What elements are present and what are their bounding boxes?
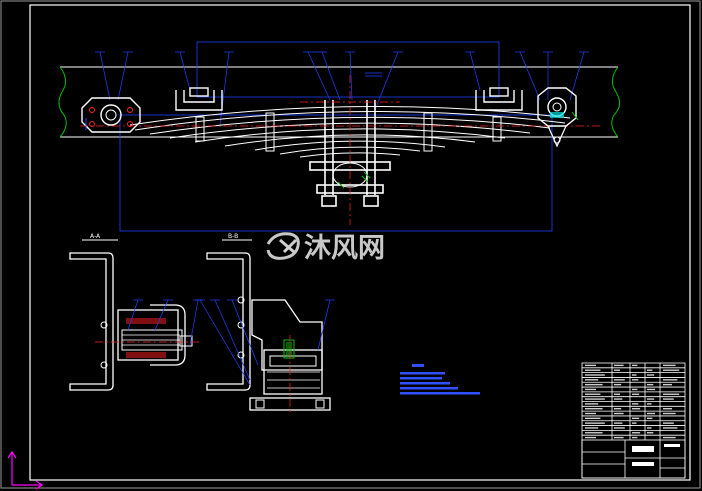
title-block-cell-mark — [585, 393, 601, 395]
title-block-cell-mark — [632, 364, 638, 367]
title-block-cell-mark — [663, 379, 678, 381]
dimension-box-top — [196, 41, 500, 98]
title-block-cell-mark — [632, 374, 637, 376]
title-block-cell-mark — [647, 427, 652, 429]
section-label-left: A-A — [90, 233, 101, 240]
title-block-cell-mark — [614, 398, 623, 400]
title-block-cell-mark — [585, 374, 605, 376]
title-block-cell-mark — [632, 422, 637, 424]
leader-lines-left-section — [127, 299, 203, 346]
title-block-cell-mark — [647, 388, 656, 391]
title-block-cell-mark — [663, 436, 676, 439]
title-block-cell-mark — [663, 427, 678, 429]
title-block-cell-mark — [585, 383, 603, 386]
leader-lines-right-section — [195, 299, 335, 386]
title-block-cell-mark — [632, 432, 641, 434]
main-elevation-view — [58, 41, 620, 232]
title-block-cell-mark — [585, 369, 601, 371]
title-block-cell-mark — [647, 403, 652, 405]
title-block-cell-mark — [585, 364, 596, 367]
title-block-cell-mark — [647, 374, 655, 376]
break-line-right — [611, 66, 620, 138]
title-block-cell-mark — [647, 369, 653, 371]
title-block-cell-mark — [632, 379, 639, 381]
title-block-cell-mark — [663, 412, 676, 415]
title-block-cell-mark — [614, 379, 625, 381]
title-block-cell-mark — [614, 364, 624, 367]
center-lines-main — [80, 75, 600, 225]
title-block — [581, 362, 686, 479]
title-block-cell-mark — [614, 436, 624, 439]
title-block-cell-mark — [585, 379, 599, 381]
title-block-entries — [585, 364, 680, 439]
section-label-right: B-B — [228, 233, 238, 240]
watermark-swirl-icon — [266, 232, 300, 260]
spring-clips — [195, 112, 502, 152]
title-block-rows — [582, 367, 685, 436]
title-block-cell-mark — [663, 407, 672, 410]
title-block-cell-mark — [632, 403, 639, 405]
title-block-cell-mark — [614, 369, 620, 371]
title-block-cell-mark — [663, 393, 680, 395]
title-block-cell-mark — [585, 417, 601, 420]
title-block-cell-mark — [585, 436, 596, 439]
rear-spring-shackle — [537, 87, 579, 148]
title-block-cell-mark — [585, 432, 603, 434]
break-line-left — [58, 66, 67, 138]
dimension-box-bottom — [119, 114, 553, 232]
front-spring-hanger — [81, 97, 141, 133]
title-block-cell-mark — [585, 412, 596, 415]
section-view-right: B-B — [195, 233, 335, 415]
technical-notes-block — [400, 364, 480, 395]
title-block-cell-mark — [663, 383, 672, 386]
watermark-logo: 沐风网 — [266, 232, 385, 264]
bump-stop-left — [175, 87, 223, 111]
title-block-cell-mark — [632, 407, 641, 410]
title-block-cell-mark — [585, 403, 599, 405]
leader-lines-top — [95, 51, 589, 126]
title-block-cell-mark — [614, 422, 623, 424]
title-block-cell-mark — [663, 398, 674, 400]
hatch-right-section — [267, 371, 320, 389]
title-block-cell-mark — [585, 422, 605, 424]
title-block-cell-mark — [614, 393, 620, 395]
title-block-cell-mark — [585, 407, 603, 410]
title-block-cell-mark — [614, 412, 624, 415]
title-block-cell-mark — [647, 412, 656, 415]
title-block-cell-mark — [614, 407, 622, 410]
title-block-cell-mark — [632, 436, 638, 439]
bump-stop-right — [475, 87, 523, 111]
title-block-cell-mark — [632, 388, 638, 391]
title-block-cell-mark — [585, 398, 605, 400]
title-block-cell-mark — [647, 417, 653, 420]
title-block-cell-mark — [663, 422, 674, 424]
axle-hatch — [337, 171, 371, 189]
title-block-cell-mark — [647, 432, 654, 434]
title-block-cell-mark — [663, 364, 676, 367]
title-block-cell-mark — [632, 417, 640, 420]
title-block-cell-mark — [585, 427, 599, 429]
drawing-frame — [29, 4, 691, 481]
title-block-cell-mark — [632, 393, 640, 395]
title-block-cell-mark — [585, 388, 596, 391]
title-block-cell-mark — [647, 383, 654, 386]
title-block-cell-mark — [614, 427, 625, 429]
title-block-cell-mark — [614, 383, 622, 386]
watermark-text: 沐风网 — [304, 233, 385, 264]
ucs-axis-icon — [7, 450, 44, 490]
title-block-cell-mark — [647, 398, 655, 400]
hatch-bolt-left — [122, 334, 180, 346]
title-block-cell-mark — [663, 369, 680, 371]
section-view-left: A-A — [69, 233, 203, 391]
